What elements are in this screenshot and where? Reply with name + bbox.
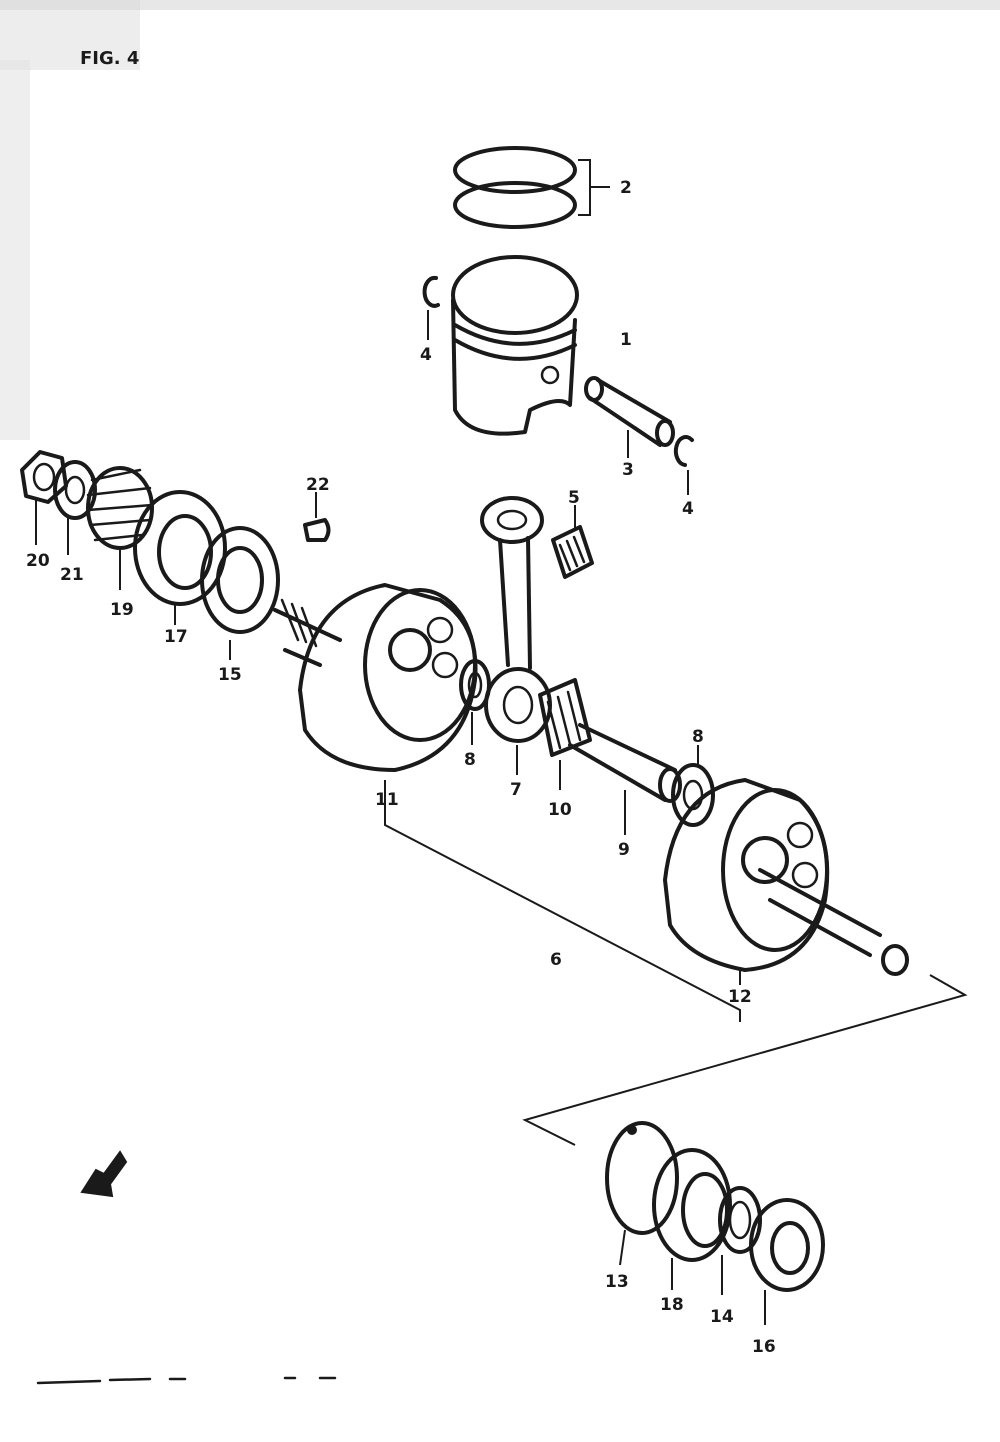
- oil-seal-left: [200, 526, 280, 660]
- connecting-rod: [480, 496, 552, 775]
- callout-8a: 8: [464, 750, 476, 770]
- callout-22: 22: [306, 475, 330, 495]
- callout-10: 10: [548, 800, 572, 820]
- piston-rings: [453, 146, 610, 229]
- callout-5: 5: [568, 488, 580, 508]
- crank-pin: [568, 723, 682, 835]
- callout-17: 17: [164, 627, 188, 647]
- callout-16: 16: [752, 1337, 776, 1357]
- callout-15: 15: [218, 665, 242, 685]
- callout-1: 1: [620, 330, 632, 350]
- needle-bearing-small-end: [551, 505, 594, 579]
- crankshaft-left-half: [273, 583, 478, 815]
- callout-14: 14: [710, 1307, 734, 1327]
- front-direction-arrow-icon: [80, 1150, 128, 1198]
- bearing-left: [133, 490, 227, 625]
- callout-11: 11: [375, 790, 399, 810]
- callout-18: 18: [660, 1295, 684, 1315]
- callout-4b: 4: [682, 499, 694, 519]
- callout-3: 3: [622, 460, 634, 480]
- spacer-ring: [718, 1186, 762, 1295]
- piston: [451, 255, 579, 436]
- piston-pin: [584, 376, 675, 458]
- callout-6: 6: [550, 950, 562, 970]
- scan-artifact-line: [36, 1376, 337, 1385]
- callout-9: 9: [618, 840, 630, 860]
- piston-pin-circlip-left: [422, 275, 440, 340]
- piston-pin-circlip-right: [673, 435, 694, 495]
- callout-7: 7: [510, 780, 522, 800]
- gear-washer: [53, 460, 97, 555]
- callout-2: 2: [620, 178, 632, 198]
- scan-noise: [0, 0, 1000, 440]
- oil-seal-right: [749, 1198, 825, 1325]
- callout-8b: 8: [692, 727, 704, 747]
- crankshaft-right-half: [663, 778, 909, 985]
- figure-title: FIG. 4: [80, 48, 139, 69]
- needle-bearing-big-end: [538, 678, 592, 790]
- callout-20: 20: [26, 551, 50, 571]
- callout-labels: 2 1 4 3 4 5 22 20 21 19 17 15 8 7 10 8 1…: [26, 178, 776, 1357]
- connector-line: [522, 974, 968, 1146]
- gear-nut: [20, 450, 68, 545]
- bearing-right: [652, 1148, 732, 1290]
- crankshaft-gear: [86, 466, 154, 590]
- callout-12: 12: [728, 987, 752, 1007]
- crankshaft-key: [303, 492, 331, 542]
- callout-19: 19: [110, 600, 134, 620]
- callout-13: 13: [605, 1272, 629, 1292]
- bearing-retainer-plate: [605, 1121, 679, 1266]
- callout-21: 21: [60, 565, 84, 585]
- crankshaft-assembly-bracket: [384, 815, 741, 1022]
- callout-4a: 4: [420, 345, 432, 365]
